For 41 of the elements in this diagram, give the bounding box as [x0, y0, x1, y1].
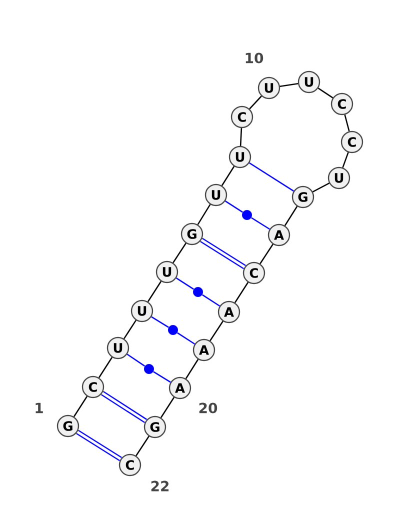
base-pair-line [101, 390, 147, 424]
backbone-line [284, 206, 298, 226]
wobble-dot [193, 287, 203, 297]
backbone-line [221, 166, 235, 186]
backbone-line [185, 359, 199, 379]
position-number: 10 [246, 52, 264, 64]
wobble-dot [168, 325, 178, 335]
base-pair-line [251, 217, 270, 230]
base-pair-line [224, 200, 243, 213]
backbone-line [280, 83, 298, 87]
backbone-line [136, 436, 150, 456]
base-pair-line [177, 332, 196, 345]
backbone-line [240, 128, 242, 146]
base-pair-line [151, 316, 169, 328]
backbone-line [124, 320, 136, 340]
backbone-line [73, 396, 88, 418]
base-pair-line [249, 162, 294, 192]
wobble-dot [144, 364, 154, 374]
base-pair-line [176, 277, 194, 290]
position-number: 20 [199, 402, 218, 414]
backbone-line [210, 320, 224, 342]
position-number: 22 [151, 480, 169, 492]
position-number: 1 [36, 402, 43, 414]
backbone-line [249, 96, 262, 110]
backbone-line [312, 182, 330, 192]
backbone-line [234, 282, 249, 304]
base-pair-line [202, 294, 220, 307]
backbone-line [342, 152, 349, 168]
backbone-line [318, 88, 334, 98]
backbone-line [147, 281, 162, 302]
base-pair-line [200, 238, 246, 270]
base-pair-line [126, 354, 146, 367]
wobble-dot [242, 210, 252, 220]
backbone-line [197, 204, 211, 225]
base-pair-line [76, 430, 122, 462]
backbone-line [344, 114, 350, 132]
backbone-line [98, 357, 113, 378]
backbone-line [260, 244, 274, 264]
base-pair-line [153, 371, 171, 383]
backbone-line [160, 397, 175, 418]
backbone-line [172, 242, 186, 264]
